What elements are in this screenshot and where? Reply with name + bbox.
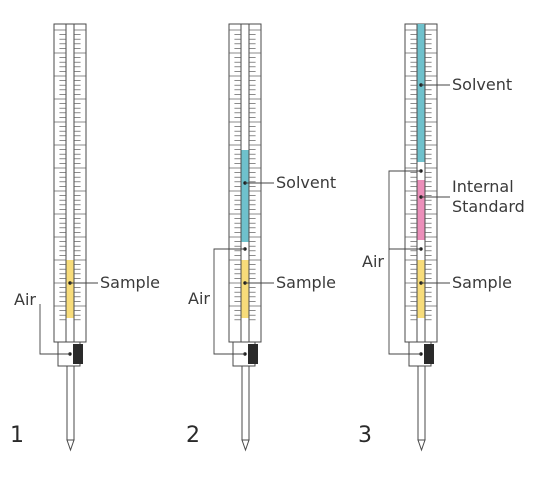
syringe-2-scale-left [229,29,241,321]
syringe-3-air-bracket [388,170,421,355]
syringe-3-scale-left [405,29,417,321]
syringe-2-scale-right [249,29,261,321]
syringe-2-number: 2 [186,423,200,448]
syringe-3-needle [417,365,426,441]
syringe-3-standard-band [417,180,425,240]
syringe-2-needle-tip [241,439,250,452]
syringe-3-needle-tip [417,439,426,452]
syringe-2-needle [241,365,250,441]
syringe-1-air-label: Air [14,290,36,309]
syringe-2-plunger-seal [248,344,258,364]
syringe-1-needle-tip [66,439,75,452]
syringe-2: Solvent Sample Air 2 [186,23,336,452]
syringe-3-scale-right [425,29,437,321]
syringe-1-air-leader [39,304,70,355]
syringe-3-sample-label: Sample [452,273,512,292]
syringe-3-standard-label-line1: Internal [452,177,514,196]
syringe-1-sample-label: Sample [100,273,160,292]
syringe-3-number: 3 [358,423,372,448]
syringe-2-sample-band [241,260,249,318]
syringe-3-solvent-label: Solvent [452,75,512,94]
syringe-2-air-bracket [213,248,245,355]
syringe-3-standard-label-line2: Standard [452,197,525,216]
syringe-3-air-label: Air [362,252,384,271]
syringe-1: Sample Air 1 [10,23,160,452]
syringe-3-solvent-band [417,24,425,162]
syringe-2-sample-label: Sample [276,273,336,292]
syringe-1-needle [66,365,75,441]
syringe-3-plunger-seal [424,344,434,364]
syringe-1-scale-right [74,29,86,321]
syringe-2-air-label: Air [188,289,210,308]
syringe-2-solvent-label: Solvent [276,173,336,192]
syringe-3-sample-band [417,260,425,318]
syringe-2-solvent-band [241,150,249,242]
syringe-1-sample-band [66,260,74,318]
syringe-1-plunger-seal [73,344,83,364]
syringe-1-number: 1 [10,423,24,448]
syringe-1-scale-left [54,29,66,321]
syringe-3: Solvent Internal Standard Sample Air 3 [358,23,525,452]
